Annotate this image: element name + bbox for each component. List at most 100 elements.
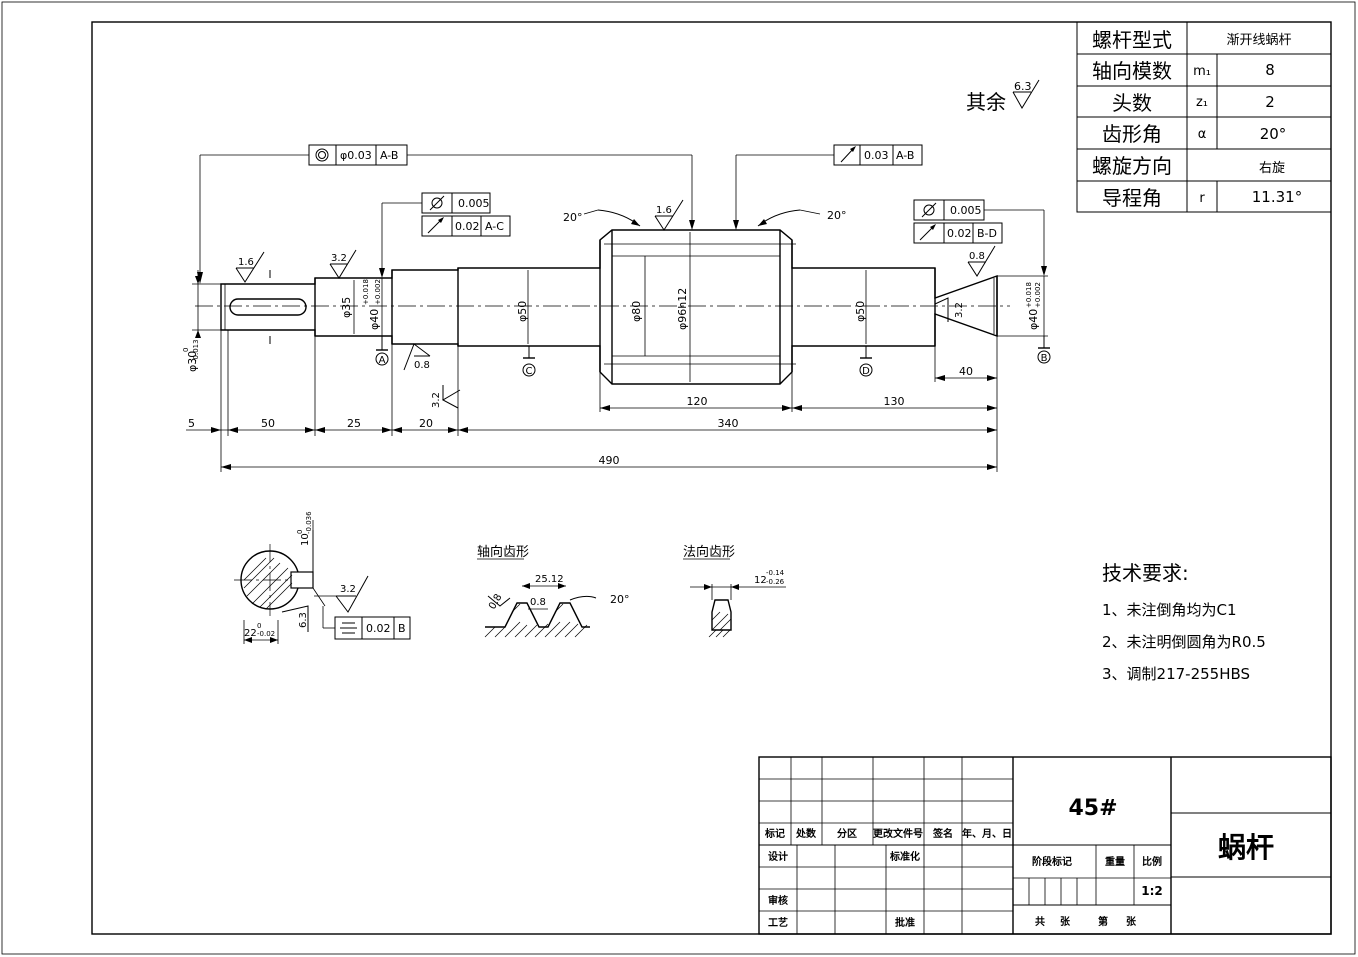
spec-value-0: 渐开线蜗杆 [1226, 32, 1291, 48]
svg-text:0: 0 [257, 622, 261, 630]
tb-hdr-count: 处数 [795, 827, 817, 840]
datum-a: A [379, 355, 386, 366]
svg-text:-0.14: -0.14 [766, 569, 785, 577]
spec-label-2: 头数 [1112, 91, 1152, 115]
dim-l120: 120 [687, 395, 708, 408]
roughness-3: 1.6 [654, 199, 684, 231]
svg-text:0.03: 0.03 [864, 149, 889, 162]
svg-text:0.8: 0.8 [530, 597, 546, 608]
tb-part-name: 蜗杆 [1218, 831, 1274, 864]
spec-value-4: 右旋 [1259, 161, 1285, 176]
tb-sheets: 张 [1060, 915, 1071, 928]
svg-text:3.2: 3.2 [340, 584, 356, 595]
dim-d40-left: φ40 [368, 309, 381, 330]
tb-process: 工艺 [768, 916, 788, 929]
dim-l340: 340 [718, 417, 739, 430]
tb-hdr-date: 年、月、日 [962, 827, 1012, 840]
tb-sheet-no: 第 [1098, 915, 1108, 928]
axial-profile-view: 轴向齿形 25.12 0.8 0.8 20° [477, 544, 630, 638]
svg-text:法向齿形: 法向齿形 [683, 544, 735, 560]
dim-l20: 20 [419, 417, 433, 430]
dim-d35: φ35 [340, 297, 353, 318]
spec-label-3: 齿形角 [1102, 122, 1162, 146]
spec-label-4: 螺旋方向 [1092, 154, 1172, 178]
datum-b: B [1041, 353, 1048, 364]
tb-standard: 标准化 [889, 850, 920, 863]
svg-text:6.3: 6.3 [298, 612, 309, 628]
spec-label-0: 螺杆型式 [1092, 28, 1172, 52]
tb-design: 设计 [768, 850, 788, 863]
angle-axial: 20° [610, 593, 630, 606]
svg-text:+0.018: +0.018 [362, 279, 370, 305]
svg-text:φ0.03: φ0.03 [340, 149, 372, 162]
spec-sym-3: α [1198, 127, 1207, 142]
tb-approve: 批准 [895, 916, 915, 929]
tech-title: 技术要求: [1102, 561, 1189, 585]
dim-key-width: 22 [244, 628, 257, 639]
dim-l40: 40 [959, 365, 973, 378]
svg-text:3.2: 3.2 [431, 392, 442, 408]
title-block: 标记 处数 分区 更改文件号 签名 年、月、日 设计 标准化 审核 工艺 批准 … [758, 756, 1332, 935]
dim-d40-right: φ40 [1027, 309, 1040, 330]
svg-text:+0.018: +0.018 [1025, 282, 1033, 308]
svg-text:0: 0 [182, 348, 190, 352]
dim-l50: 50 [261, 417, 275, 430]
gdt-left: 0.005 0.02 A-C [379, 192, 511, 278]
dim-d30: φ30 [186, 351, 199, 372]
dim-key-depth: 10 [300, 533, 311, 546]
svg-text:0.005: 0.005 [458, 197, 490, 210]
length-dims: 5 50 25 20 340 490 120 130 40 [186, 330, 998, 472]
svg-text:轴向齿形: 轴向齿形 [477, 544, 529, 560]
dim-d96: φ96h12 [676, 288, 689, 330]
roughness-7: 3.2 [934, 297, 965, 322]
dim-d50-left: φ50 [516, 301, 529, 322]
spec-value-5: 11.31° [1252, 188, 1302, 206]
keyway-section: 10 0 -0.036 22 0 -0.02 3.2 6.3 0.02 B [234, 511, 411, 644]
inner-border [91, 21, 1332, 935]
spec-table: 螺杆型式 渐开线蜗杆 轴向模数 m₁ 8 头数 z₁ 2 齿形角 α 20° 螺… [1076, 21, 1332, 213]
datum-d: D [862, 366, 870, 377]
svg-text:3.2: 3.2 [331, 253, 347, 264]
dim-normal: 12 [754, 575, 767, 586]
tb-hdr-docno: 更改文件号 [873, 827, 923, 840]
angle-right: 20° [827, 209, 847, 222]
svg-text:B: B [398, 622, 406, 635]
dim-d80: φ80 [630, 301, 643, 322]
svg-text:0.8: 0.8 [969, 251, 985, 262]
spec-label-5: 导程角 [1102, 186, 1162, 210]
svg-text:1.6: 1.6 [238, 257, 254, 268]
dim-l130: 130 [884, 395, 905, 408]
tech-requirements: 技术要求: 1、未注倒角均为C1 2、未注明倒圆角为R0.5 3、调制217-2… [1102, 561, 1266, 683]
tb-hdr-mark: 标记 [764, 827, 785, 840]
tb-stage: 阶段标记 [1032, 855, 1072, 868]
roughness-6: 3.2 [431, 385, 461, 409]
angle-left: 20° [563, 211, 583, 224]
tb-weight: 重量 [1105, 855, 1125, 868]
spec-value-1: 8 [1265, 61, 1275, 79]
general-roughness: 其余 6.3 [966, 79, 1040, 114]
svg-text:0.8: 0.8 [414, 360, 430, 371]
svg-text:3.2: 3.2 [954, 302, 965, 318]
datum-c: C [526, 366, 533, 377]
tb-total: 共 [1035, 915, 1045, 928]
gdt-right: 0.005 0.02 B-D [913, 199, 1047, 276]
svg-text:1.6: 1.6 [656, 205, 672, 216]
spec-value-2: 2 [1265, 93, 1275, 111]
tech-item-1: 1、未注倒角均为C1 [1102, 601, 1237, 619]
dim-pitch: 25.12 [535, 574, 564, 585]
tb-sheet-unit: 张 [1126, 915, 1137, 928]
svg-text:0.02: 0.02 [947, 227, 972, 240]
svg-text:+0.002: +0.002 [374, 279, 382, 305]
spec-label-1: 轴向模数 [1092, 59, 1172, 83]
svg-text:0.005: 0.005 [950, 204, 982, 217]
roughness-1: 1.6 [235, 251, 265, 283]
dim-l5: 5 [188, 417, 195, 430]
roughness-5: 0.8 [403, 343, 431, 371]
spec-sym-2: z₁ [1196, 95, 1208, 110]
svg-text:6.3: 6.3 [1014, 80, 1032, 93]
dim-l25: 25 [347, 417, 361, 430]
svg-text:-0.26: -0.26 [766, 578, 785, 586]
svg-text:B-D: B-D [977, 227, 997, 240]
dim-l490: 490 [599, 454, 620, 467]
